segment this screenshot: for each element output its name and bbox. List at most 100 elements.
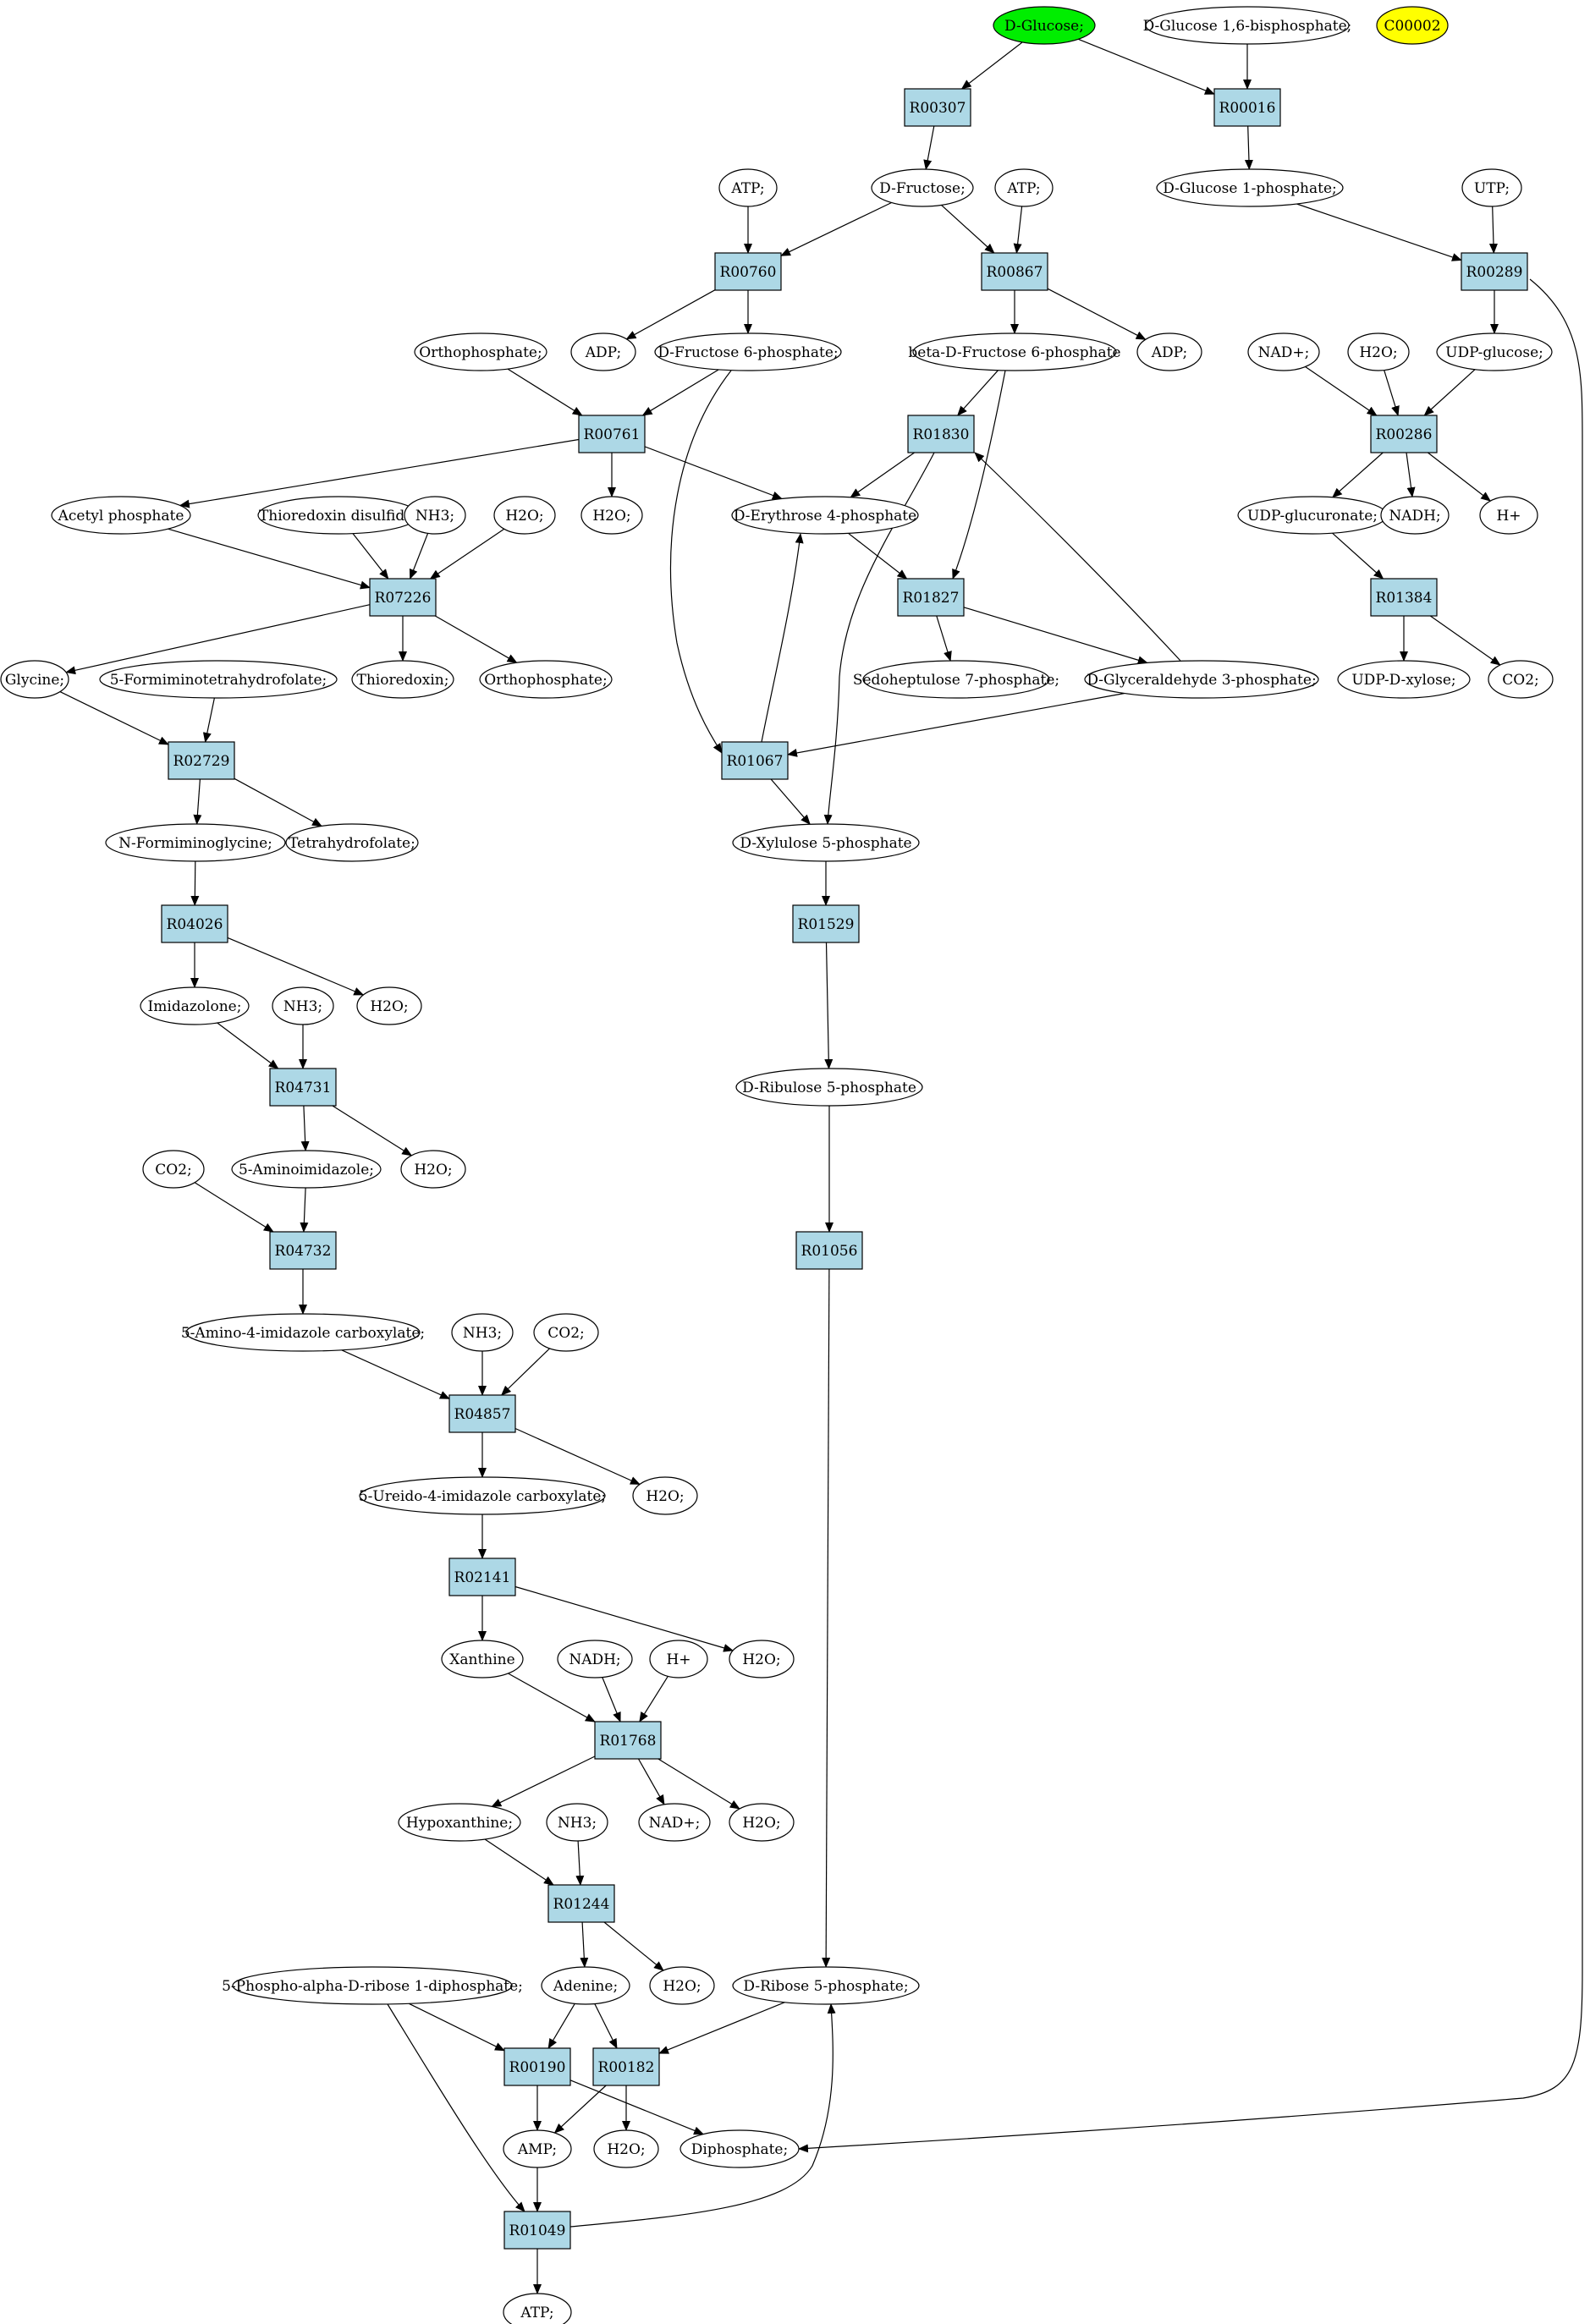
reaction-node-r01830[interactable]: R01830: [907, 415, 975, 453]
compound-node-co2-2[interactable]: CO2;: [142, 1150, 205, 1189]
compound-node-diphosphate[interactable]: Diphosphate;: [679, 2129, 800, 2168]
compound-node-r5p[interactable]: D-Ribose 5-phosphate;: [732, 1966, 920, 2005]
compound-node-x5p[interactable]: D-Xylulose 5-phosphate: [732, 823, 920, 862]
compound-node-h2o-d[interactable]: H2O;: [356, 986, 422, 1025]
compound-node-bf6p[interactable]: beta-D-Fructose 6-phosphate: [908, 332, 1121, 371]
compound-node-h2o-e[interactable]: H2O;: [400, 1150, 466, 1189]
compound-node-h2o-c[interactable]: H2O;: [580, 496, 643, 535]
compound-node-prpp[interactable]: 5-Phospho-alpha-D-ribose 1-diphosphate;: [222, 1966, 523, 2005]
compound-node-nfg[interactable]: N-Formiminoglycine;: [105, 823, 286, 862]
compound-node-atp2[interactable]: ATP;: [994, 168, 1054, 207]
compound-node-co2-3[interactable]: CO2;: [533, 1313, 599, 1352]
compound-node-hplus2[interactable]: H+: [649, 1640, 708, 1678]
compound-node-trxss[interactable]: Thioredoxin disulfide;: [257, 496, 420, 535]
reaction-node-r00190[interactable]: R00190: [503, 2047, 571, 2086]
reaction-node-r00760[interactable]: R00760: [714, 252, 782, 291]
compound-node-atp3[interactable]: ATP;: [503, 2293, 572, 2324]
reaction-node-r02141[interactable]: R02141: [448, 1558, 516, 1596]
reaction-node-r00307[interactable]: R00307: [904, 88, 971, 127]
compound-node-aic[interactable]: 5-Amino-4-imidazole carboxylate;: [181, 1313, 425, 1352]
reaction-node-r04026[interactable]: R04026: [161, 904, 228, 943]
reaction-node-r01049[interactable]: R01049: [503, 2211, 571, 2250]
reaction-node-r04732[interactable]: R04732: [269, 1231, 337, 1270]
reaction-node-r07226[interactable]: R07226: [369, 578, 437, 617]
compound-node-nh3-1[interactable]: NH3;: [404, 496, 466, 535]
compound-node-h2o-f[interactable]: H2O;: [632, 1476, 698, 1515]
edge-r_R00867-to-c_adp2: [1047, 288, 1147, 340]
reaction-node-r01529[interactable]: R01529: [792, 904, 860, 943]
compound-node-thf[interactable]: Tetrahydrofolate;: [285, 823, 419, 862]
compound-node-glycine[interactable]: Glycine;: [0, 660, 69, 699]
compound-node-h2o-b[interactable]: H2O;: [493, 496, 556, 535]
reaction-node-r01768[interactable]: R01768: [594, 1721, 662, 1760]
compound-node-c00002[interactable]: C00002: [1376, 6, 1449, 45]
reaction-node-r04857[interactable]: R04857: [448, 1394, 516, 1433]
compound-node-fthf[interactable]: 5-Formiminotetrahydrofolate;: [99, 660, 338, 699]
compound-node-h2o-a[interactable]: H2O;: [1347, 332, 1410, 371]
compound-node-ru5p[interactable]: D-Ribulose 5-phosphate: [735, 1068, 923, 1107]
reaction-box: [503, 2211, 571, 2250]
compound-node-hplus1[interactable]: H+: [1479, 496, 1538, 535]
compound-node-co2-1[interactable]: CO2;: [1488, 660, 1554, 699]
compound-node-nadh2[interactable]: NADH;: [557, 1640, 633, 1678]
compound-ellipse: [142, 1150, 205, 1189]
compound-node-acetylp[interactable]: Acetyl phosphate: [51, 496, 191, 535]
compound-node-dglucose[interactable]: D-Glucose;: [993, 6, 1096, 45]
compound-label: D-Glyceraldehyde 3-phosphate;: [1087, 672, 1316, 689]
compound-node-udpglcur[interactable]: UDP-glucuronate;: [1237, 496, 1388, 535]
reaction-node-r00016[interactable]: R00016: [1213, 88, 1281, 127]
compound-node-h2o-g[interactable]: H2O;: [729, 1640, 795, 1678]
compound-node-adp1[interactable]: ADP;: [570, 332, 636, 371]
reaction-node-r00289[interactable]: R00289: [1461, 252, 1528, 291]
compound-node-h2o-h[interactable]: H2O;: [729, 1803, 795, 1842]
compound-node-adenine[interactable]: Adenine;: [541, 1966, 630, 2005]
compound-node-aminoimid[interactable]: 5-Aminoimidazole;: [231, 1150, 382, 1189]
reaction-node-r02729[interactable]: R02729: [168, 741, 235, 780]
compound-node-g1p[interactable]: D-Glucose 1-phosphate;: [1156, 168, 1344, 207]
reaction-node-r00761[interactable]: R00761: [578, 415, 646, 453]
compound-node-amp[interactable]: AMP;: [503, 2129, 572, 2168]
compound-node-orthophosphate2[interactable]: Orthophosphate;: [479, 660, 613, 699]
compound-node-utp[interactable]: UTP;: [1461, 168, 1522, 207]
compound-node-nadh1[interactable]: NADH;: [1380, 496, 1450, 535]
reaction-node-r04731[interactable]: R04731: [269, 1068, 337, 1107]
reaction-node-r01056[interactable]: R01056: [795, 1231, 863, 1270]
compound-label: Hypoxanthine;: [406, 1815, 513, 1832]
compound-node-atp1[interactable]: ATP;: [718, 168, 778, 207]
compound-node-h2o-i[interactable]: H2O;: [649, 1966, 715, 2005]
edge-r_R02729-to-c_nfg: [193, 778, 202, 825]
compound-label: D-Ribose 5-phosphate;: [743, 1978, 908, 1995]
compound-node-uic[interactable]: 5-Ureido-4-imidazole carboxylate;: [359, 1476, 606, 1515]
compound-node-nh3-4[interactable]: NH3;: [546, 1803, 608, 1842]
compound-node-imidazolone[interactable]: Imidazolone;: [140, 986, 250, 1025]
compound-node-dfructose[interactable]: D-Fructose;: [871, 168, 974, 207]
compound-node-nad1[interactable]: NAD+;: [1247, 332, 1320, 371]
edge-layer: [59, 38, 1583, 2294]
compound-node-f6p[interactable]: D-Fructose 6-phosphate;: [654, 332, 842, 371]
compound-node-udpglucose[interactable]: UDP-glucose;: [1436, 332, 1553, 371]
reaction-node-r01384[interactable]: R01384: [1370, 578, 1438, 617]
reaction-node-r00867[interactable]: R00867: [981, 252, 1048, 291]
compound-node-g3p[interactable]: D-Glyceraldehyde 3-phosphate;: [1084, 660, 1319, 699]
compound-node-hypoxanthine[interactable]: Hypoxanthine;: [398, 1803, 521, 1842]
reaction-node-r00286[interactable]: R00286: [1370, 415, 1438, 453]
compound-node-xanthine[interactable]: Xanthine: [441, 1640, 524, 1678]
compound-node-e4p[interactable]: D-Erythrose 4-phosphate: [731, 496, 919, 535]
compound-node-thioredoxin[interactable]: Thioredoxin;: [351, 660, 454, 699]
compound-node-nh3-3[interactable]: NH3;: [451, 1313, 514, 1352]
compound-node-udpxylose[interactable]: UDP-D-xylose;: [1337, 660, 1471, 699]
compound-node-nad2[interactable]: NAD+;: [638, 1803, 711, 1842]
reaction-node-r01067[interactable]: R01067: [721, 741, 789, 780]
compound-node-adp2[interactable]: ADP;: [1136, 332, 1202, 371]
compound-node-h2o-j[interactable]: H2O;: [593, 2129, 659, 2168]
compound-node-g16bp[interactable]: D-Glucose 1,6-bisphosphate;: [1143, 6, 1352, 45]
compound-node-nh3-2[interactable]: NH3;: [272, 986, 334, 1025]
reaction-node-r00182[interactable]: R00182: [592, 2047, 660, 2086]
reaction-node-r01827[interactable]: R01827: [897, 578, 965, 617]
compound-label: Tetrahydrofolate;: [289, 835, 415, 852]
compound-label: UDP-glucose;: [1445, 344, 1543, 361]
reaction-node-r01244[interactable]: R01244: [547, 1884, 615, 1923]
compound-node-s7p[interactable]: Sedoheptulose 7-phosphate;: [853, 660, 1059, 699]
compound-node-orthophosphate1[interactable]: Orthophosphate;: [414, 332, 547, 371]
reaction-box: [592, 2047, 660, 2086]
